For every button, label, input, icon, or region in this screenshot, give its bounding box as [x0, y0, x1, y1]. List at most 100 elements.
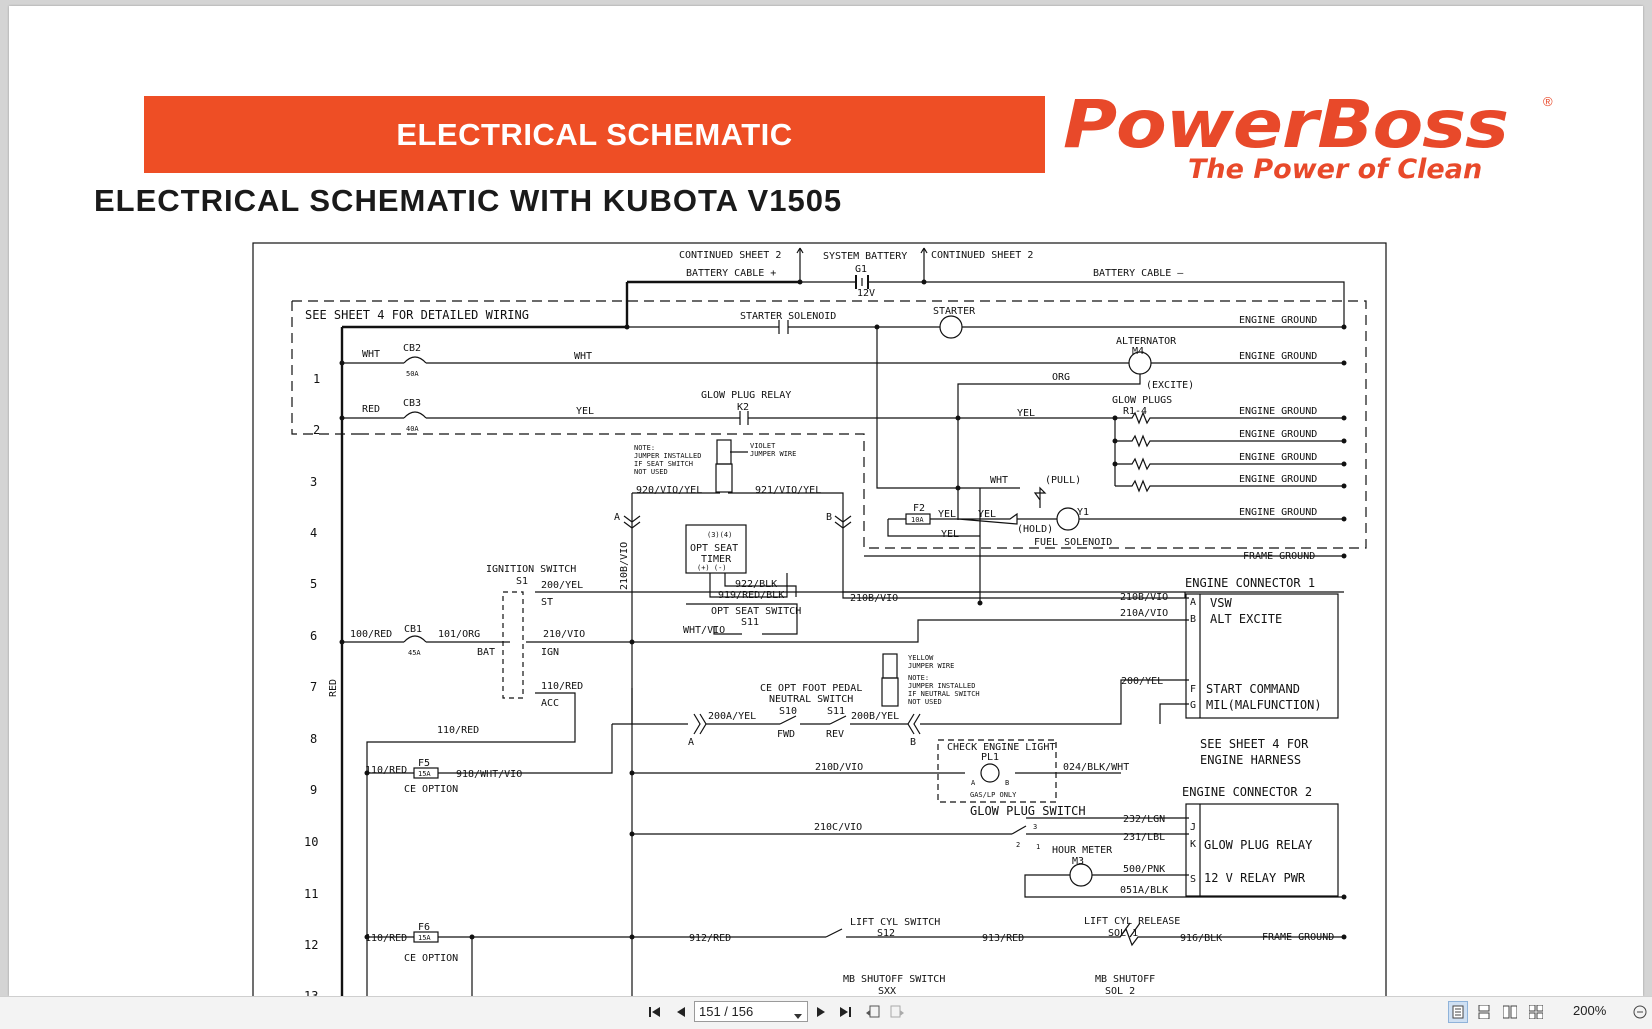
label: 210B/VIO	[1120, 592, 1168, 603]
single-page-icon	[1452, 1005, 1464, 1019]
label: YEL	[941, 529, 959, 540]
registered-mark: ®	[1543, 94, 1553, 109]
label: IF SEAT SWITCH	[634, 460, 693, 468]
two-page-view-button[interactable]	[1500, 1001, 1520, 1023]
document-viewport: ELECTRICAL SCHEMATIC PowerBoss ® The Pow…	[0, 0, 1652, 996]
page-indicator: 151 / 156	[699, 1004, 754, 1019]
label: CE OPTION	[404, 784, 458, 795]
label: 200/YEL	[1121, 676, 1163, 687]
label: ALT EXCITE	[1210, 612, 1282, 626]
label: ENGINE CONNECTOR 1	[1185, 576, 1315, 590]
label: YEL	[576, 406, 594, 417]
label: FWD	[777, 729, 795, 740]
label: J	[1190, 822, 1196, 833]
label: M4	[1132, 346, 1144, 357]
label: B	[826, 512, 832, 523]
back-view-icon	[866, 1005, 880, 1018]
label: 50A	[406, 370, 419, 378]
continuous-view-button[interactable]	[1474, 1001, 1494, 1023]
row-num: 6	[310, 629, 317, 643]
row-num: 8	[310, 732, 317, 746]
label: 101/ORG	[438, 629, 480, 640]
prev-page-button[interactable]	[670, 1001, 692, 1023]
label: ENGINE GROUND	[1239, 507, 1317, 518]
last-page-button[interactable]	[834, 1001, 856, 1023]
label: ENGINE CONNECTOR 2	[1182, 785, 1312, 799]
label: CONTINUED SHEET 2	[679, 250, 781, 261]
label: OPT SEAT	[690, 543, 738, 554]
row-num: 1	[313, 372, 320, 386]
label: 912/RED	[689, 933, 731, 944]
row-num: 7	[310, 680, 317, 694]
label: 40A	[406, 425, 419, 433]
label: S12	[877, 928, 895, 939]
label: OPT SEAT SWITCH	[711, 606, 801, 617]
label: B	[910, 737, 916, 748]
label: WHT/VIO	[683, 625, 725, 636]
label: MB SHUTOFF	[1095, 974, 1155, 985]
label: NOT USED	[908, 698, 942, 706]
two-page-continuous-icon	[1529, 1005, 1543, 1019]
label: START COMMAND	[1206, 682, 1300, 696]
label: G	[1190, 700, 1196, 711]
banner-title: ELECTRICAL SCHEMATIC	[396, 116, 793, 152]
label: CONTINUED SHEET 2	[931, 250, 1033, 261]
first-page-button[interactable]	[644, 1001, 666, 1023]
go-back-button[interactable]	[862, 1001, 884, 1023]
zoom-level[interactable]: 200%	[1573, 1003, 1607, 1018]
label: Y1	[1077, 507, 1089, 518]
pdf-toolbar: 151 / 156 200%	[0, 996, 1652, 1029]
label: 200B/YEL	[851, 711, 899, 722]
label: S11	[827, 706, 845, 717]
label: CB1	[404, 624, 422, 635]
page-number-input[interactable]: 151 / 156	[694, 1001, 808, 1022]
label: IGNITION SWITCH	[486, 564, 576, 575]
label: 110/RED	[541, 681, 583, 692]
chevron-down-icon	[794, 1008, 802, 1023]
label: ORG	[1052, 372, 1070, 383]
label: 918/WHT/VIO	[456, 769, 522, 780]
label: BAT	[477, 647, 495, 658]
label: RED	[362, 404, 380, 415]
label: 024/BLK/WHT	[1063, 762, 1129, 773]
label: CE OPT FOOT PEDAL	[760, 683, 862, 694]
label: STARTER	[933, 306, 976, 317]
label: 210D/VIO	[815, 762, 863, 773]
row-numbers: 1 2 3 4 5 6 7 8 9 10 11 12 13	[304, 372, 320, 996]
schematic-frame	[252, 242, 1387, 996]
label: 920/VIO/YEL	[636, 485, 702, 496]
row-num: 5	[310, 577, 317, 591]
label: SYSTEM BATTERY	[823, 251, 907, 262]
label: M3	[1072, 856, 1084, 867]
label: 210B/VIO	[850, 593, 898, 604]
last-page-icon	[840, 1007, 851, 1017]
next-page-button[interactable]	[810, 1001, 832, 1023]
label: (3)(4)	[707, 531, 732, 539]
label: 1	[1036, 843, 1040, 851]
label: (+) (-)	[697, 564, 727, 572]
label: MB SHUTOFF SWITCH	[843, 974, 945, 985]
label: 921/VIO/YEL	[755, 485, 821, 496]
go-forward-button[interactable]	[886, 1001, 908, 1023]
single-page-view-button[interactable]	[1448, 1001, 1468, 1023]
label: YEL	[938, 509, 956, 520]
label: ENGINE GROUND	[1239, 452, 1317, 463]
label: S11	[741, 617, 759, 628]
label: PL1	[981, 752, 999, 763]
label: 110/RED	[437, 725, 479, 736]
zoom-out-button[interactable]	[1630, 1001, 1650, 1023]
label: GLOW PLUG RELAY	[701, 390, 791, 401]
row-num: 3	[310, 475, 317, 489]
label: NOT USED	[634, 468, 668, 476]
label: A	[971, 779, 976, 787]
two-page-continuous-button[interactable]	[1526, 1001, 1546, 1023]
label: MIL(MALFUNCTION)	[1206, 698, 1322, 712]
label: 110/RED	[365, 765, 407, 776]
label: 919/RED/BLK	[718, 590, 784, 601]
first-page-icon	[649, 1007, 660, 1017]
label: S	[1190, 874, 1196, 885]
label: A	[614, 512, 620, 523]
label: SXX	[878, 986, 896, 996]
label: YEL	[1017, 408, 1035, 419]
label: A	[1190, 597, 1196, 608]
